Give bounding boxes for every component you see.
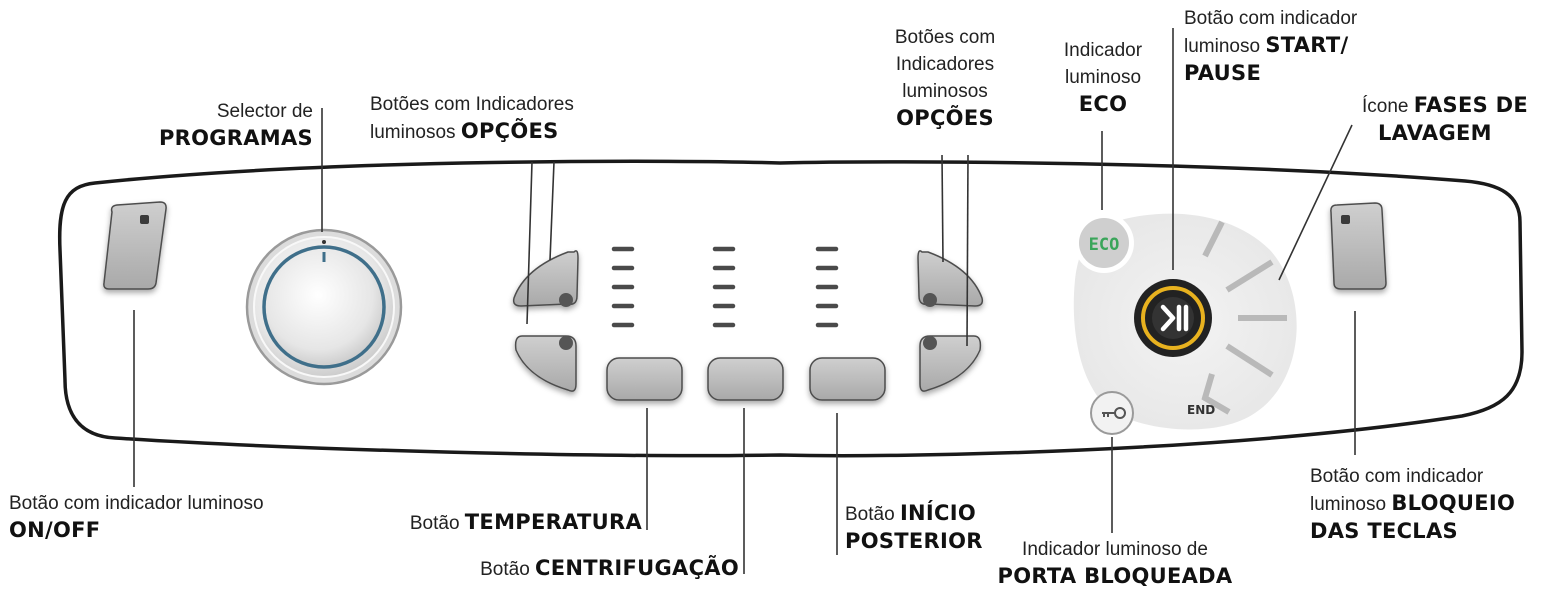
delay-level-indicators bbox=[815, 246, 839, 328]
eco-indicator bbox=[1079, 218, 1129, 268]
label-eco: Indicador luminoso ECO bbox=[1063, 40, 1143, 116]
eco-badge-text: ECO bbox=[1089, 235, 1120, 255]
label-temperatura: Botão TEMPERATURA bbox=[409, 510, 642, 534]
spin-level-indicators bbox=[712, 246, 736, 328]
option-indicator-light bbox=[559, 336, 573, 350]
option-button-right-bottom[interactable] bbox=[919, 335, 982, 392]
door-lock-indicator bbox=[1090, 391, 1134, 435]
on-off-indicator-light bbox=[140, 215, 149, 224]
key-lock-button[interactable] bbox=[1330, 202, 1387, 290]
label-on-off: Botão com indicador luminoso ON/OFF bbox=[9, 493, 264, 542]
option-indicator-light bbox=[559, 293, 573, 307]
program-selector-knob[interactable] bbox=[245, 228, 403, 386]
key-icon bbox=[1102, 407, 1126, 419]
temperature-level-indicators bbox=[611, 246, 635, 328]
start-pause-button[interactable] bbox=[1134, 279, 1212, 357]
knob-top-dot bbox=[322, 240, 326, 244]
callout-leader-lines bbox=[133, 28, 1356, 574]
key-lock-indicator-light bbox=[1341, 215, 1350, 224]
label-programas: Selector de PROGRAMAS bbox=[158, 101, 313, 150]
label-fases-lavagem: Ícone FASES DE LAVAGEM bbox=[1362, 93, 1529, 145]
label-inicio-posterior: Botão INÍCIO POSTERIOR bbox=[845, 501, 983, 553]
label-porta-bloqueada: Indicador luminoso de PORTA BLOQUEADA bbox=[997, 539, 1233, 588]
label-start-pause: Botão com indicador luminoso START/ PAUS… bbox=[1184, 8, 1358, 85]
wash-phase-segments-icon bbox=[1201, 220, 1287, 415]
spin-button[interactable] bbox=[707, 357, 784, 401]
option-indicator-light bbox=[923, 336, 937, 350]
end-text: END bbox=[1187, 403, 1215, 417]
label-bloqueio-teclas: Botão com indicador luminoso BLOQUEIO DA… bbox=[1310, 466, 1516, 543]
temperature-button[interactable] bbox=[606, 357, 683, 401]
delay-start-button[interactable] bbox=[809, 357, 886, 401]
label-opcoes-right: Botões com Indicadores luminosos OPÇÕES bbox=[894, 27, 996, 130]
on-off-button[interactable] bbox=[103, 201, 167, 290]
label-opcoes-left: Botões com Indicadores luminosos OPÇÕES bbox=[370, 94, 574, 143]
label-centrifugacao: Botão CENTRIFUGAÇÃO bbox=[480, 556, 739, 580]
option-indicator-light bbox=[923, 293, 937, 307]
option-button-left-bottom[interactable] bbox=[514, 335, 577, 392]
play-pause-icon bbox=[1160, 304, 1189, 332]
option-button-left-top[interactable] bbox=[512, 250, 579, 307]
